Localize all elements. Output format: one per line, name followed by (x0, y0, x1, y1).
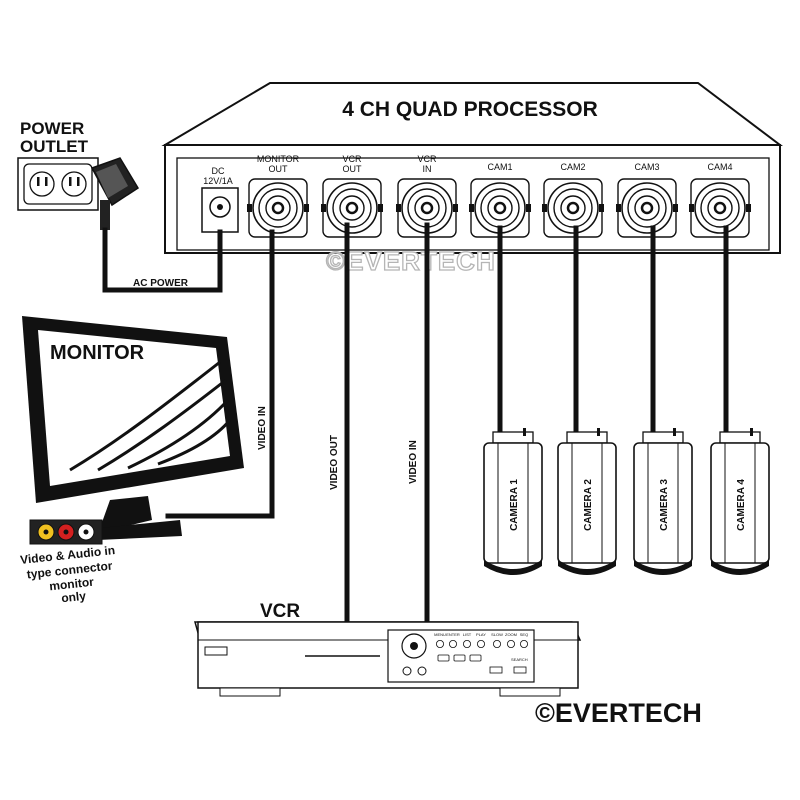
vcr-search-label: SEARCH (511, 657, 528, 662)
vcr-panel-button (492, 640, 501, 649)
vcr-panel-button (462, 640, 471, 649)
power-outlet-label-2: OUTLET (20, 137, 89, 156)
vcr-panel-button (506, 640, 515, 649)
port-label-monitor-out-2: OUT (269, 164, 289, 174)
camera-label-1: CAMERA 1 (509, 479, 520, 531)
bnc-connector-cam3 (616, 178, 678, 238)
ac-power-cable (102, 227, 223, 293)
vcr-panel-button (437, 654, 450, 662)
vcr-video-out-label: VIDEO OUT (329, 435, 340, 490)
connector-note-3: monitor (49, 575, 95, 594)
power-outlet: POWER OUTLET (17, 119, 99, 211)
bnc-connector-vcr-in (396, 178, 458, 238)
bnc-connector-cam4 (689, 178, 751, 238)
vcr-panel-button (448, 640, 457, 649)
watermark-text: ©EVERTECH (326, 246, 496, 276)
vcr-panel-button (469, 654, 482, 662)
vcr-panel-button (476, 640, 485, 649)
bnc-connector-vcr-out (321, 178, 383, 238)
port-label-vcr-in-1: VCR (417, 154, 437, 164)
bnc-connector-cam1 (469, 178, 531, 238)
ac-power-adapter (90, 157, 140, 230)
monitor-video-in-label: VIDEO IN (257, 406, 268, 450)
port-label-cam2: CAM2 (560, 162, 585, 172)
monitor-label: MONITOR (50, 342, 145, 364)
vcr-panel-button (435, 640, 444, 649)
evertech-brand-logo: ©EVERTECH (535, 698, 702, 728)
vcr-video-in-label: VIDEO IN (408, 440, 419, 484)
camera-label-4: CAMERA 4 (736, 479, 747, 531)
port-label-monitor-out-1: MONITOR (257, 154, 300, 164)
camera-2: CAMERA 2 (557, 225, 617, 575)
camera-3: CAMERA 3 (633, 225, 693, 575)
vcr-panel-label: ENTER (446, 632, 460, 637)
ac-power-label: AC POWER (133, 278, 189, 289)
vcr-panel-label: SLOW (491, 632, 503, 637)
bnc-connectors (247, 178, 751, 238)
port-label-cam3: CAM3 (634, 162, 659, 172)
vcr-panel-label: PLAY (476, 632, 486, 637)
vcr-panel-button (520, 640, 529, 649)
vcr-panel-label: MENU (434, 632, 446, 637)
port-label-dc-2: 12V/1A (203, 176, 233, 186)
vcr-panel-label: SEQ (520, 632, 528, 637)
power-outlet-label-1: POWER (20, 119, 84, 138)
camera-label-3: CAMERA 3 (659, 479, 670, 531)
vcr-label: VCR (260, 601, 300, 622)
port-label-vcr-in-2: IN (423, 164, 432, 174)
connector-note-4: only (61, 589, 87, 606)
processor-inner-panel (176, 157, 770, 251)
vcr-panel-label: LIST (463, 632, 472, 637)
port-label-vcr-out-1: VCR (342, 154, 362, 164)
bnc-connector-cam2 (542, 178, 604, 238)
port-label-vcr-out-2: OUT (343, 164, 363, 174)
vcr-panel-label: ZOOM (505, 632, 517, 637)
monitor: MONITOR (22, 316, 244, 540)
camera-label-2: CAMERA 2 (583, 479, 594, 531)
camera-4: CAMERA 4 (710, 225, 770, 575)
bnc-connector-monitor-out (247, 178, 309, 238)
processor-title: 4 CH QUAD PROCESSOR (342, 98, 598, 121)
port-label-cam1: CAM1 (487, 162, 512, 172)
vcr-panel-button (453, 654, 466, 662)
port-label-cam4: CAM4 (707, 162, 732, 172)
quad-processor-unit: 4 CH QUAD PROCESSOR DC 12V/1A MONITOR OU… (161, 82, 783, 254)
rca-connector (29, 519, 103, 545)
dc-jack (201, 187, 239, 233)
port-label-dc-1: DC (212, 166, 225, 176)
camera-1: CAMERA 1 (483, 225, 543, 575)
cameras: CAMERA 1 CAMERA 2 CAMERA 3 CAMERA 4 (483, 225, 770, 575)
monitor-video-in-cable (165, 229, 275, 519)
